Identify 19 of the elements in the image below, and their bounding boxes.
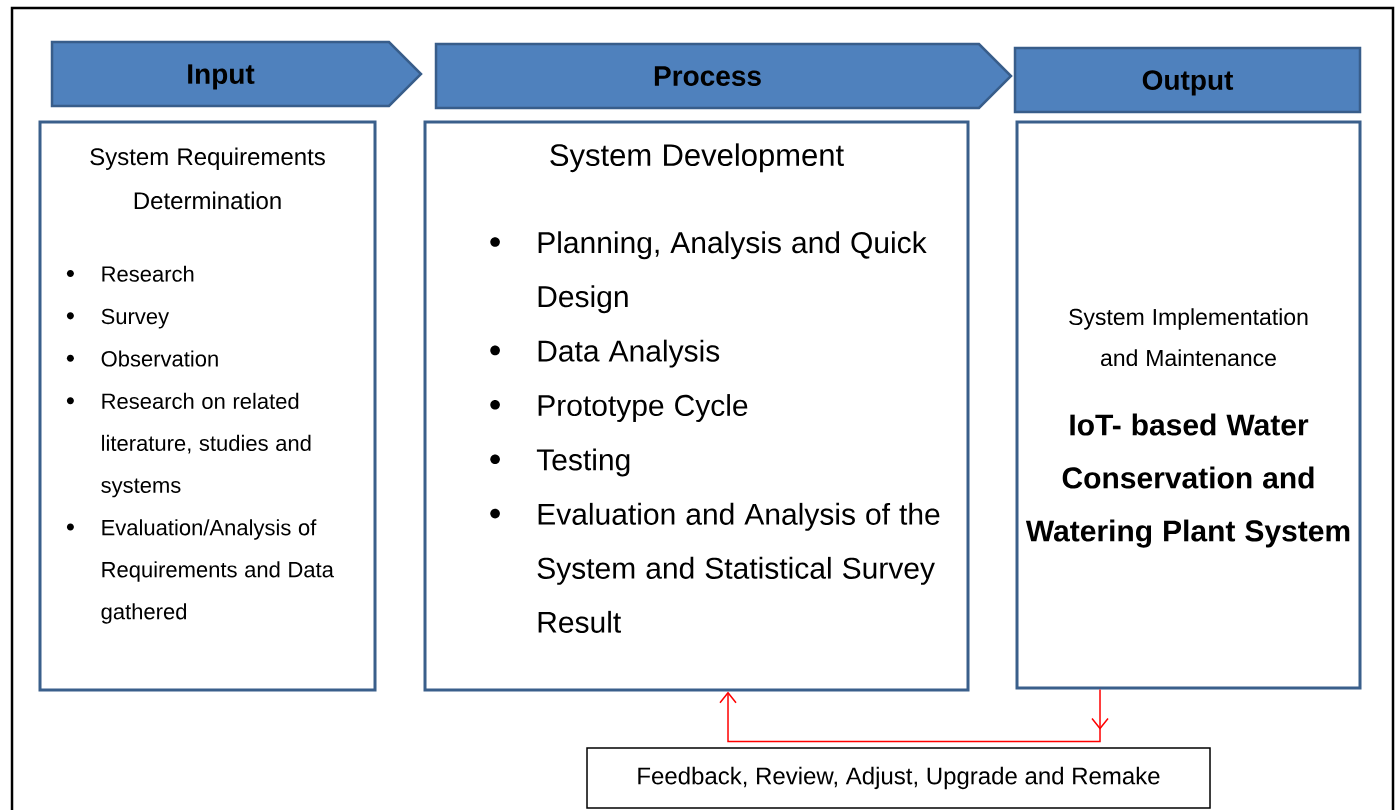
heading-text: System Development [550,143,844,173]
feedback-box: Feedback, Review, Adjust, Upgrade and Remake [586,747,1211,809]
heading-banner: Output [1013,46,1362,114]
title-text: IoT- based Water Conservation and Watering Plant System [1025,413,1350,548]
heading-banner: Input [50,40,423,108]
list-item: Research on related literature, studies and systems [66,392,311,498]
list-item: Prototype Cycle [490,394,748,422]
list-item: Research [66,265,194,282]
heading-text: System Requirements Determination [90,147,325,210]
list-item: Planning, Analysis and Quick Design [490,231,927,314]
list-item: Observation [66,350,218,367]
heading-banner: Process [434,42,1013,110]
list-item: Data Analysis [490,339,720,368]
list-item: Survey [66,308,170,329]
feedback-arrow [719,688,1109,743]
list-item: Evaluation/Analysis of Requirements and Data gathered [66,519,334,624]
list-item: Evaluation and Analysis of the System and Statistical Survey Result [490,502,940,633]
list-item: Testing [490,448,630,477]
heading-text: System Implementation and Maintenance [1069,308,1308,367]
